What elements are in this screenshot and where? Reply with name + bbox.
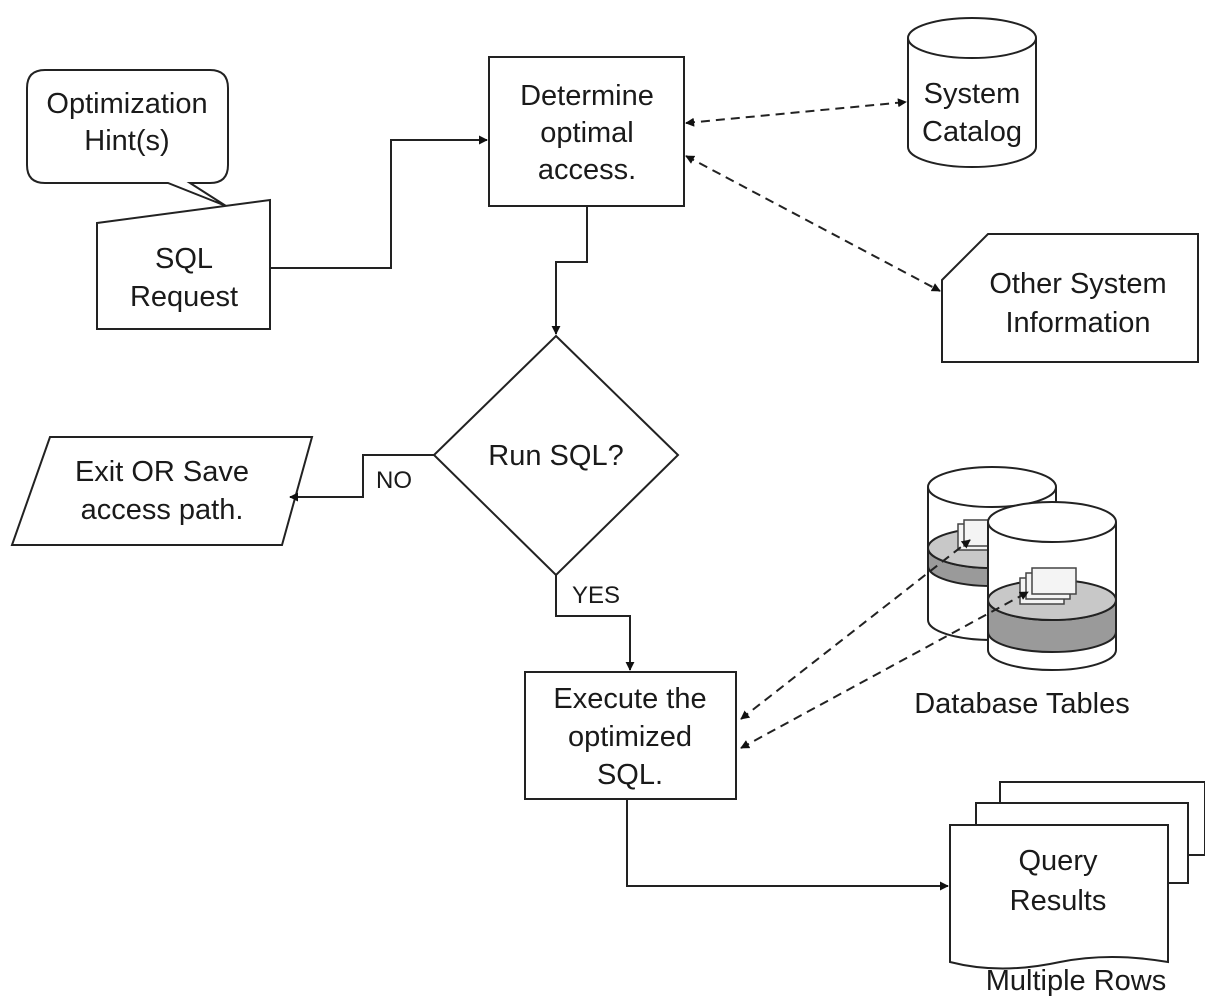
- database-cylinder-front-icon: [987, 501, 1117, 671]
- exit-label-line-1: Exit OR Save: [75, 456, 249, 488]
- multiple-rows-label: Multiple Rows: [986, 965, 1167, 997]
- execute-sql-process: Execute the optimized SQL.: [524, 671, 737, 800]
- determine-label-line-3: access.: [538, 154, 636, 186]
- system-catalog-cylinder: System Catalog: [907, 17, 1037, 168]
- results-label-line-2: Results: [1010, 885, 1107, 917]
- database-tables-icon: Database Tables: [914, 466, 1130, 720]
- no-label: NO: [376, 467, 412, 494]
- edge-determine-catalog: [685, 98, 907, 127]
- other-info-label-line-2: Information: [1005, 307, 1150, 339]
- decision-label: Run SQL?: [488, 440, 623, 472]
- execute-label-line-3: SQL.: [597, 759, 663, 791]
- determine-label-line-1: Determine: [520, 80, 654, 112]
- hint-label-line-2: Hint(s): [84, 125, 169, 157]
- other-system-information: Other System Information: [941, 233, 1199, 363]
- edge-determine-other-info: [685, 155, 941, 292]
- exit-or-save-output: Exit OR Save access path.: [10, 436, 314, 546]
- determine-label-line-2: optimal: [540, 117, 634, 149]
- execute-label-line-1: Execute the: [553, 683, 706, 715]
- query-results-documents: Query Results Multiple Rows: [949, 781, 1205, 997]
- run-sql-decision: Run SQL?: [432, 334, 680, 577]
- catalog-label-line-2: Catalog: [922, 116, 1022, 148]
- exit-label-line-2: access path.: [81, 494, 244, 526]
- edge-request-to-determine: [270, 135, 488, 269]
- determine-access-process: Determine optimal access.: [488, 56, 685, 207]
- results-label-line-1: Query: [1019, 845, 1098, 877]
- edge-decision-yes: [555, 575, 635, 671]
- edge-execute-to-results: [626, 799, 949, 891]
- edge-determine-to-decision: [551, 206, 588, 335]
- optimization-hint-callout: Optimization Hint(s): [26, 69, 229, 207]
- sql-request-label-line-1: SQL: [155, 243, 213, 275]
- edge-decision-no: [289, 454, 434, 502]
- other-info-label-line-1: Other System: [989, 268, 1166, 300]
- database-tables-label: Database Tables: [914, 688, 1130, 720]
- sql-request-input: SQL Request: [96, 198, 271, 330]
- sql-request-label-line-2: Request: [130, 281, 238, 313]
- hint-label-line-1: Optimization: [46, 88, 207, 120]
- catalog-label-line-1: System: [924, 78, 1021, 110]
- edge-execute-table-front: [740, 591, 1029, 749]
- connectors: NO YES: [270, 98, 1029, 891]
- yes-label: YES: [572, 582, 620, 609]
- execute-label-line-2: optimized: [568, 721, 692, 753]
